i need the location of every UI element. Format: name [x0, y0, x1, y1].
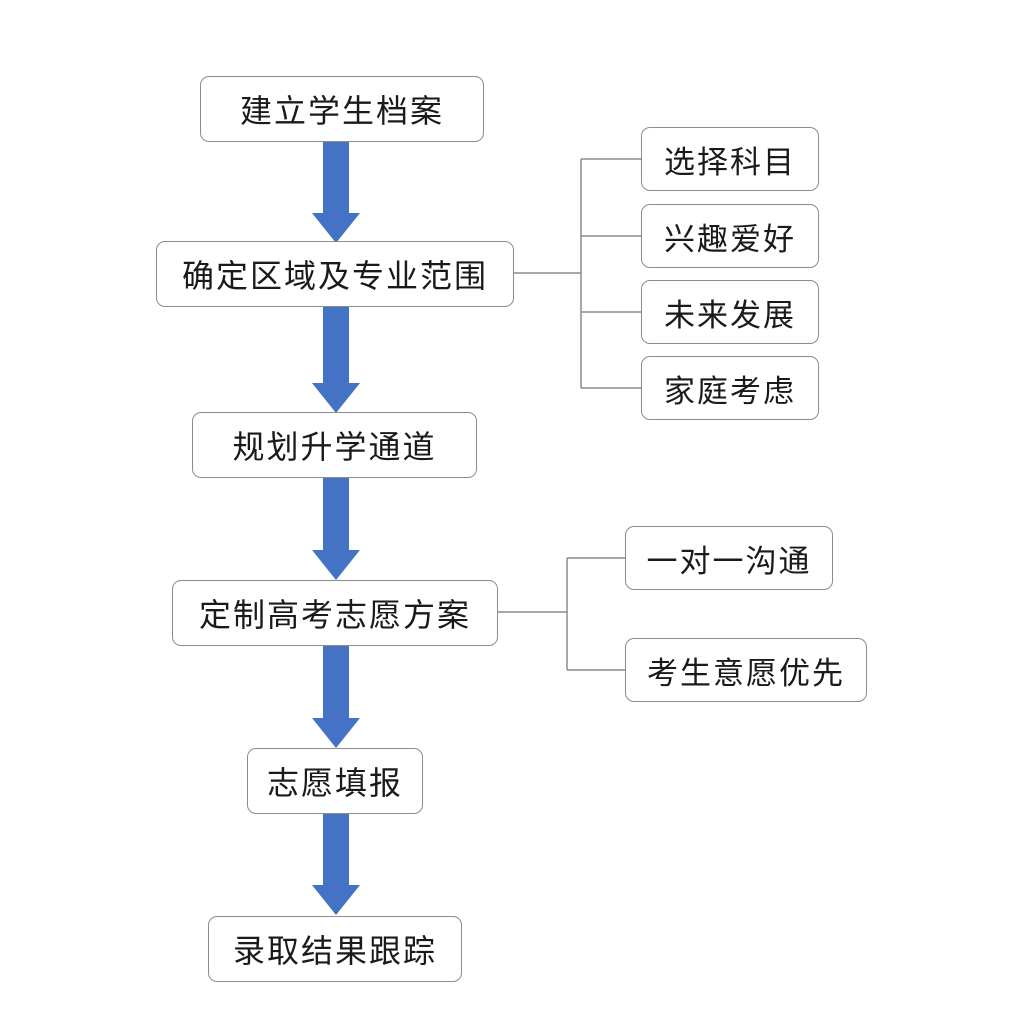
branch-1-item-interests: 兴趣爱好	[641, 204, 819, 268]
step-build-student-profile: 建立学生档案	[200, 76, 484, 142]
branch-1-item-subjects: 选择科目	[641, 127, 819, 191]
flow-arrow-1	[312, 142, 360, 243]
step-customize-application-plan: 定制高考志愿方案	[172, 580, 498, 646]
step-fill-application: 志愿填报	[247, 748, 423, 814]
step-plan-admission-pathway: 规划升学通道	[192, 412, 477, 478]
branch-2-item-student-preference-first: 考生意愿优先	[625, 638, 867, 702]
branch-2-connector	[498, 557, 625, 671]
branch-1-item-future-development: 未来发展	[641, 280, 819, 344]
branch-1-connector	[514, 158, 641, 389]
branch-1-item-family-considerations: 家庭考虑	[641, 356, 819, 420]
step-track-admission-result: 录取结果跟踪	[208, 916, 462, 982]
flow-arrow-4	[312, 646, 360, 748]
flow-arrow-2	[312, 307, 360, 413]
branch-2-item-one-on-one-communication: 一对一沟通	[625, 526, 833, 590]
step-define-region-major-scope: 确定区域及专业范围	[156, 241, 514, 307]
flow-arrow-3	[312, 478, 360, 580]
flow-arrow-5	[312, 814, 360, 915]
